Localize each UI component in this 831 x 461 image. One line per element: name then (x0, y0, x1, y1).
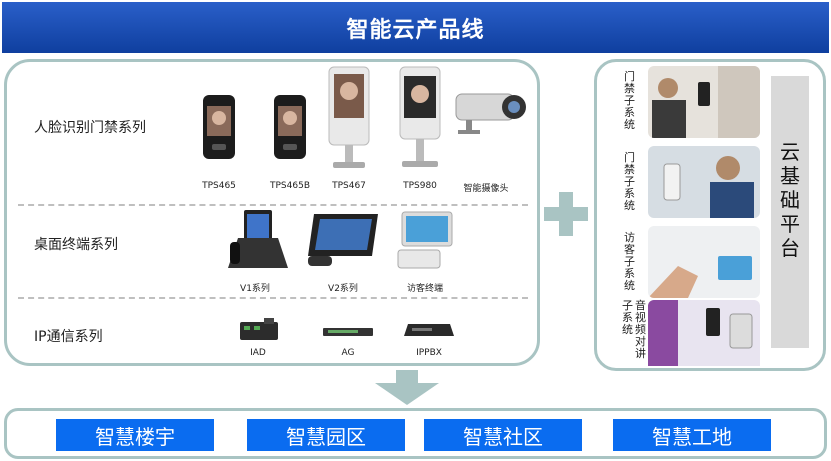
row-separator (18, 204, 528, 206)
device-label: IAD (250, 348, 266, 358)
row-label-desktop: 桌面终端系列 (34, 237, 118, 253)
subsystem-label: 门禁子系统 (624, 151, 635, 212)
page-title: 智能云产品线 (2, 2, 829, 53)
device-label: 访客终端 (406, 284, 443, 294)
device-visitor-terminal-image (397, 211, 453, 269)
device-label: TPS465 (202, 181, 236, 191)
plus-icon (544, 207, 588, 221)
app-smart-construction: 智慧工地 (613, 419, 771, 451)
cloud-platform-label: 云基础平台 (780, 140, 800, 260)
row-label-ip: IP通信系列 (34, 329, 103, 345)
device-tps467-image (328, 66, 370, 168)
row-label-face: 人脸识别门禁系列 (34, 120, 146, 136)
device-label: AG (341, 348, 355, 358)
device-v2-image (308, 214, 378, 266)
device-label: TPS465B (270, 181, 310, 191)
camera-icon (455, 93, 526, 134)
visitor-terminal-photo (648, 226, 760, 298)
access-control-photo (648, 146, 760, 218)
device-iad-image (240, 318, 278, 340)
app-smart-community: 智慧社区 (424, 419, 582, 451)
cloud-platform-box: 云基础平台 (771, 76, 809, 348)
subsystem-label: 音视频对讲子系统 (621, 300, 647, 372)
down-arrow-icon (396, 370, 418, 384)
device-label: TPS980 (403, 181, 437, 191)
device-ag-image (323, 328, 373, 336)
subsystem-label: 门禁子系统 (624, 70, 635, 131)
subsystem-label-column: 音视频对讲 (635, 299, 646, 360)
device-tps980-image (399, 66, 441, 167)
subsystem-label-column: 子系统 (622, 299, 633, 336)
device-tps465-image (203, 95, 235, 159)
device-label: V1系列 (240, 284, 270, 294)
device-label: TPS467 (332, 181, 366, 191)
device-label: V2系列 (328, 284, 358, 294)
app-smart-building: 智慧楼宇 (56, 419, 214, 451)
app-smart-park: 智慧园区 (247, 419, 405, 451)
subsystem-label: 访客子系统 (624, 231, 635, 292)
intercom-photo (648, 300, 760, 366)
device-v1-image (228, 210, 288, 268)
device-label: 智能摄像头 (463, 184, 509, 194)
access-control-photo (648, 66, 760, 138)
device-label: IPPBX (416, 348, 442, 358)
device-tps465b-image (274, 95, 306, 159)
down-arrow-icon (375, 383, 439, 405)
row-separator (18, 297, 528, 299)
device-ippbx-image (404, 324, 454, 336)
